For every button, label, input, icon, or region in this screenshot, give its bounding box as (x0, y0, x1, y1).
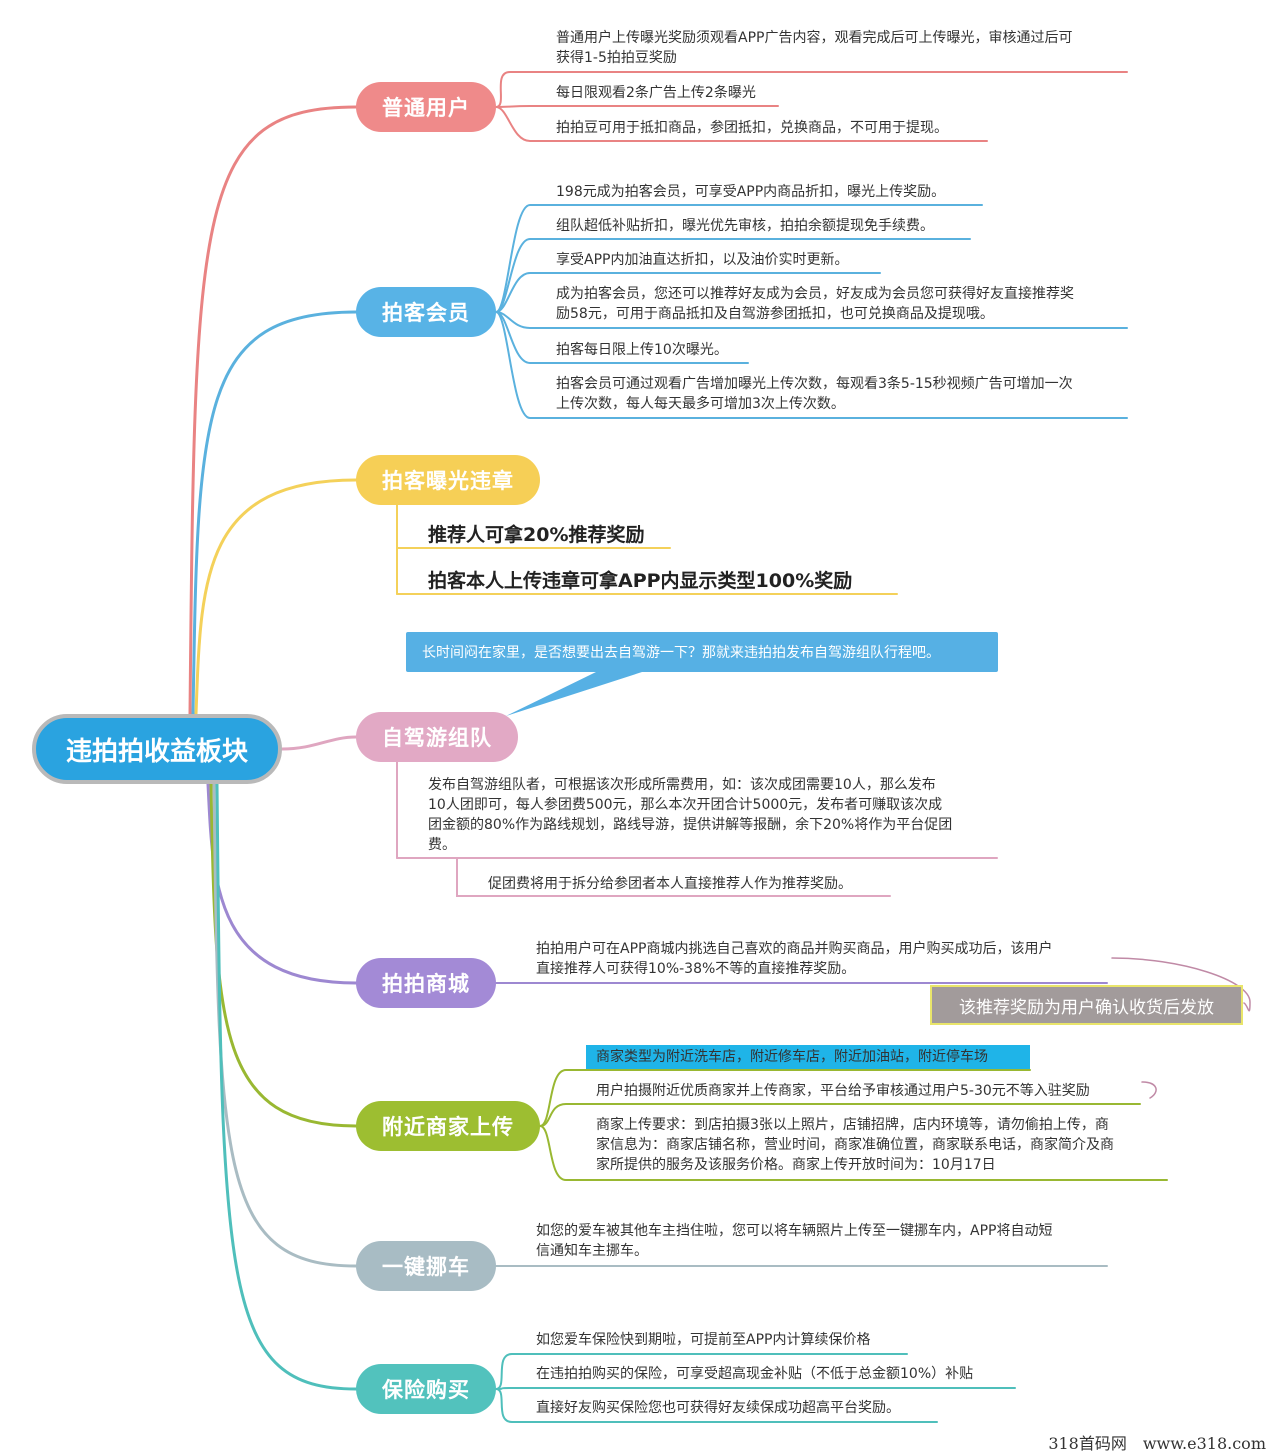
member-underline-3 (495, 272, 881, 313)
leaf-merchant-1: 商家类型为附近洗车店，附近修车店，附近加油站，附近停车场 (596, 1049, 988, 1065)
branch-connector (188, 105, 358, 716)
mall-reward-note: 该推荐奖励为用户确认收货后发放 (930, 985, 1243, 1025)
leaf-member-1: 198元成为拍客会员，可享受APP内商品折扣，曝光上传奖励。 (556, 184, 946, 200)
insurance-underline-3 (495, 1388, 938, 1423)
leaf-roadtrip-1: 发布自驾游组队者，可根据该次形成所需费用，如：该次成团需要10人，那么发布 10… (428, 777, 953, 853)
ordinary-underline-1 (495, 71, 1128, 108)
leaf-member-5: 拍客每日限上传10次曝光。 (556, 342, 728, 358)
merchant-arrow (1141, 1081, 1157, 1099)
branch-mall[interactable]: 拍拍商城 (356, 958, 496, 1008)
roadtrip-callout: 长时间闷在家里，是否想要出去自驾游一下？那就来违拍拍发布自驾游组队行程吧。 (406, 632, 998, 672)
merchant-underline-3 (539, 1125, 1168, 1181)
leaf-violation-2: 拍客本人上传违章可拿APP内显示类型100%奖励 (428, 570, 853, 592)
leaf-insurance-3: 直接好友购买保险您也可获得好友续保成功超高平台奖励。 (536, 1400, 900, 1416)
member-underline-2 (495, 238, 971, 313)
leaf-violation-1: 推荐人可拿20%推荐奖励 (428, 524, 645, 546)
watermark-text: 318首码网 www.e318.com (1048, 1434, 1266, 1453)
leaf-ordinary-1: 普通用户上传曝光奖励须观看APP广告内容，观看完成后可上传曝光，审核通过后可 获… (556, 30, 1073, 66)
root-node[interactable]: 违拍拍收益板块 (32, 714, 282, 784)
leaf-insurance-1: 如您爱车保险快到期啦，可提前至APP内计算续保价格 (536, 1332, 871, 1348)
leaf-merchant-3: 商家上传要求：到店拍摄3张以上照片，店铺招牌，店内环境等，请勿偷拍上传，商 家信… (596, 1117, 1114, 1173)
insurance-underline-2 (495, 1387, 1016, 1390)
merchant-underline-2 (539, 1103, 1141, 1127)
branch-insurance[interactable]: 保险购买 (356, 1364, 496, 1414)
branch-connector (215, 782, 358, 1391)
leaf-ordinary-2: 每日限观看2条广告上传2条曝光 (556, 85, 756, 101)
branch-connector (206, 782, 358, 985)
branch-member[interactable]: 拍客会员 (356, 287, 496, 337)
branch-move-car[interactable]: 一键挪车 (356, 1241, 496, 1291)
branch-violation[interactable]: 拍客曝光违章 (356, 455, 540, 505)
branch-connector (191, 310, 358, 716)
branch-connector (280, 735, 358, 751)
leaf-member-6: 拍客会员可通过观看广告增加曝光上传次数，每观看3条5-15秒视频广告可增加一次 … (556, 376, 1073, 412)
leaf-member-3: 享受APP内加油直达折扣，以及油价实时更新。 (556, 252, 849, 268)
branch-connector (194, 478, 358, 716)
branch-connector (209, 782, 358, 1128)
leaf-insurance-2: 在违拍拍购买的保险，可享受超高现金补贴（不低于总金额10%）补贴 (536, 1366, 974, 1382)
merchant-underline-1 (539, 1069, 1031, 1127)
leaf-mall-1: 拍拍用户可在APP商城内挑选自己喜欢的商品并购买商品，用户购买成功后，该用户 直… (536, 941, 1053, 977)
ordinary-underline-2 (495, 105, 779, 108)
leaf-move-car-1: 如您的爱车被其他车主挡住啦，您可以将车辆照片上传至一键挪车内，APP将自动短 信… (536, 1223, 1053, 1259)
insurance-underline-1 (495, 1353, 908, 1390)
callout-pointer (506, 672, 642, 716)
member-underline-6 (495, 311, 1128, 419)
leaf-member-2: 组队超低补贴折扣，曝光优先审核，拍拍余额提现免手续费。 (556, 218, 934, 234)
ordinary-underline-3 (495, 106, 988, 142)
branch-roadtrip[interactable]: 自驾游组队 (356, 712, 518, 762)
branch-merchant[interactable]: 附近商家上传 (356, 1101, 540, 1151)
mall-note-arrow (1111, 957, 1251, 1012)
branch-connector (212, 782, 358, 1268)
leaf-member-4: 成为拍客会员，您还可以推荐好友成为会员，好友成为会员您可获得好友直接推荐奖 励5… (556, 286, 1074, 322)
branch-ordinary-user[interactable]: 普通用户 (356, 82, 496, 132)
leaf-roadtrip-2: 促团费将用于拆分给参团者本人直接推荐人作为推荐奖励。 (488, 876, 852, 892)
leaf-merchant-2: 用户拍摄附近优质商家并上传商家，平台给予审核通过用户5-30元不等入驻奖励 (596, 1083, 1090, 1099)
leaf-ordinary-3: 拍拍豆可用于抵扣商品，参团抵扣，兑换商品，不可用于提现。 (556, 120, 948, 136)
merchant-type-highlight (586, 1045, 1030, 1069)
roadtrip-underline-2 (456, 857, 891, 897)
